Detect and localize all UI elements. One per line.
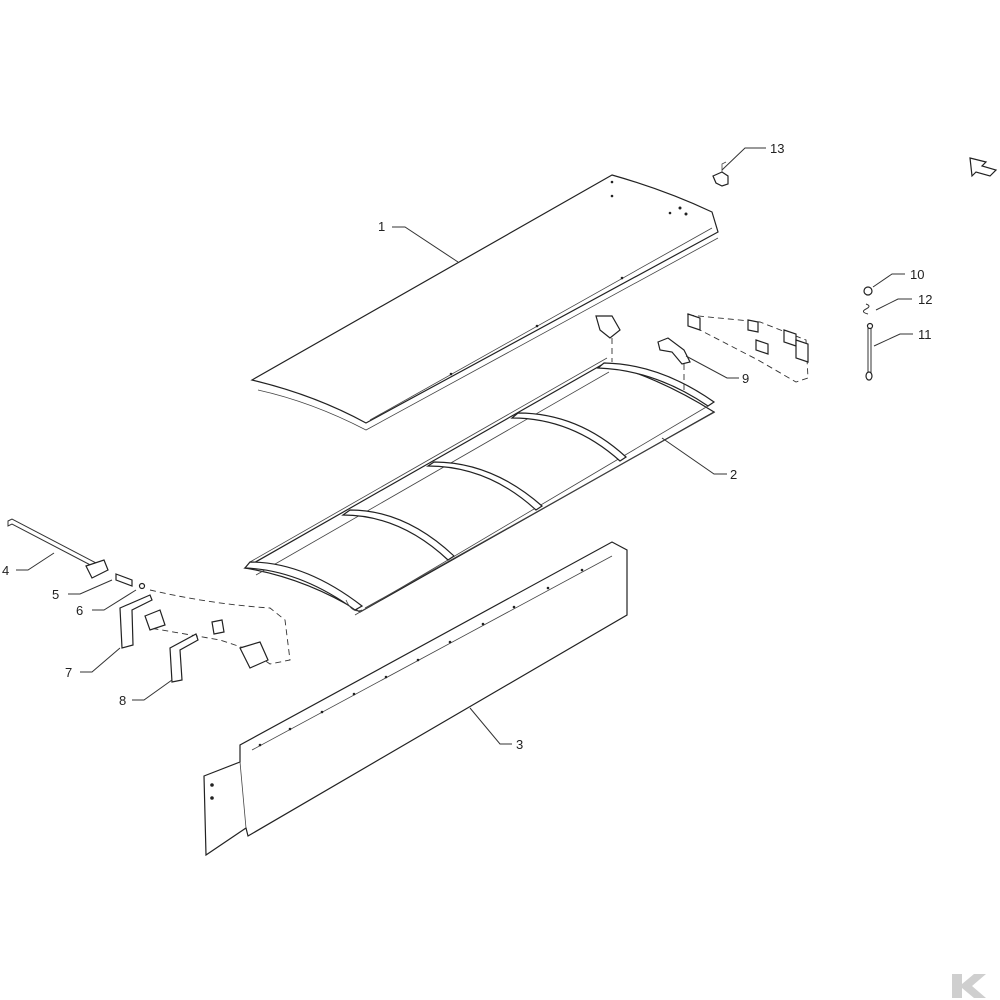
callout-9: 9 [742, 371, 749, 386]
part-13-clip [712, 161, 729, 187]
leader-lines [16, 147, 913, 745]
parts-10-11-12 [862, 286, 874, 381]
callout-1: 1 [378, 219, 385, 234]
callout-3: 3 [516, 737, 523, 752]
callout-5: 5 [52, 587, 59, 602]
part-9-handle [611, 337, 691, 392]
orientation-arrow-icon [969, 157, 998, 178]
callout-2: 2 [730, 467, 737, 482]
brand-logo [952, 974, 986, 998]
callouts: 1 2 3 4 5 6 7 8 9 10 11 12 13 [2, 141, 932, 752]
part-2-frame [243, 357, 716, 616]
callout-13: 13 [770, 141, 784, 156]
callout-8: 8 [119, 693, 126, 708]
callout-10: 10 [910, 267, 924, 282]
callout-11: 11 [918, 327, 932, 342]
part-7-plate [119, 594, 153, 649]
callout-6: 6 [76, 603, 83, 618]
left-assembly [7, 518, 291, 669]
part-3-side-panel [203, 541, 628, 857]
callout-7: 7 [65, 665, 72, 680]
part-1-top-cover [250, 174, 719, 431]
callout-4: 4 [2, 563, 9, 578]
part-8-plate [169, 633, 199, 683]
right-bracket-assembly [595, 313, 809, 383]
callout-12: 12 [918, 292, 932, 307]
